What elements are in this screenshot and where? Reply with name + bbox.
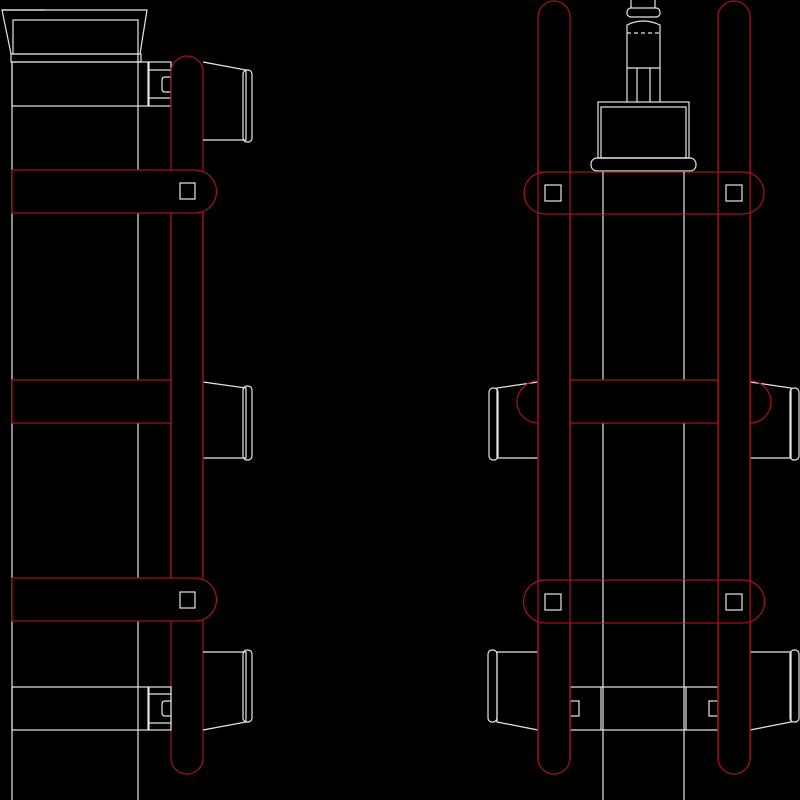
clamp-body	[749, 651, 792, 731]
strap	[569, 379, 719, 424]
front-strap-lower	[522, 579, 766, 624]
strap-end-left	[516, 380, 539, 424]
clamp-end	[242, 649, 253, 723]
clamp-end	[242, 385, 253, 461]
side-strap-lower	[11, 577, 218, 622]
bottom-collar	[11, 686, 172, 731]
stem-ring	[626, 7, 661, 18]
strap	[523, 171, 765, 215]
clamp-end	[789, 649, 800, 723]
front-strap-top	[523, 171, 765, 215]
clamp-end	[487, 649, 498, 723]
stem-body	[626, 20, 661, 102]
bracket-hook	[161, 700, 171, 717]
clamp-body	[202, 651, 247, 731]
strap-bolt	[544, 184, 562, 202]
clamp-body	[749, 381, 792, 459]
front-clamp-middle-left	[488, 381, 539, 461]
strap	[522, 579, 766, 624]
strap-bolt	[544, 593, 562, 611]
side-clamp-bottom	[202, 649, 253, 731]
front-strap-middle	[516, 379, 772, 424]
strap-bolt	[179, 182, 196, 200]
front-view	[487, 0, 800, 800]
vertical-rail-right	[717, 0, 751, 775]
clamp-body	[202, 61, 247, 141]
front-clamp-bottom-left	[487, 649, 539, 731]
strap-bolt	[179, 591, 196, 609]
front-clamp-middle-right	[749, 381, 800, 461]
strap-end-right	[749, 380, 772, 424]
clamp-body	[202, 381, 247, 459]
clamp-end	[242, 69, 253, 143]
vertical-rail-left	[537, 0, 571, 775]
pole-cap	[1, 9, 172, 107]
fitting-collar	[590, 157, 697, 172]
strap	[11, 169, 218, 214]
side-clamp-top	[202, 61, 253, 143]
bracket-hook	[161, 76, 171, 93]
strap	[11, 379, 172, 424]
pole-top-fitting	[590, 0, 697, 172]
strap-bolt	[725, 184, 743, 202]
collar	[11, 686, 149, 731]
front-clamp-bottom-right	[749, 649, 800, 731]
pole	[602, 171, 685, 800]
vertical-rail	[170, 55, 204, 775]
cap-outline	[1, 9, 148, 55]
top-collar	[11, 61, 149, 107]
clamp-end	[488, 387, 499, 461]
side-view	[1, 9, 253, 800]
strap-bolt	[725, 593, 743, 611]
strap	[11, 577, 218, 622]
side-strap-middle	[11, 379, 172, 424]
clamp-end	[789, 387, 800, 461]
bottom-bracket	[148, 686, 172, 731]
clamp-body	[496, 381, 539, 459]
side-strap-top	[11, 169, 218, 214]
